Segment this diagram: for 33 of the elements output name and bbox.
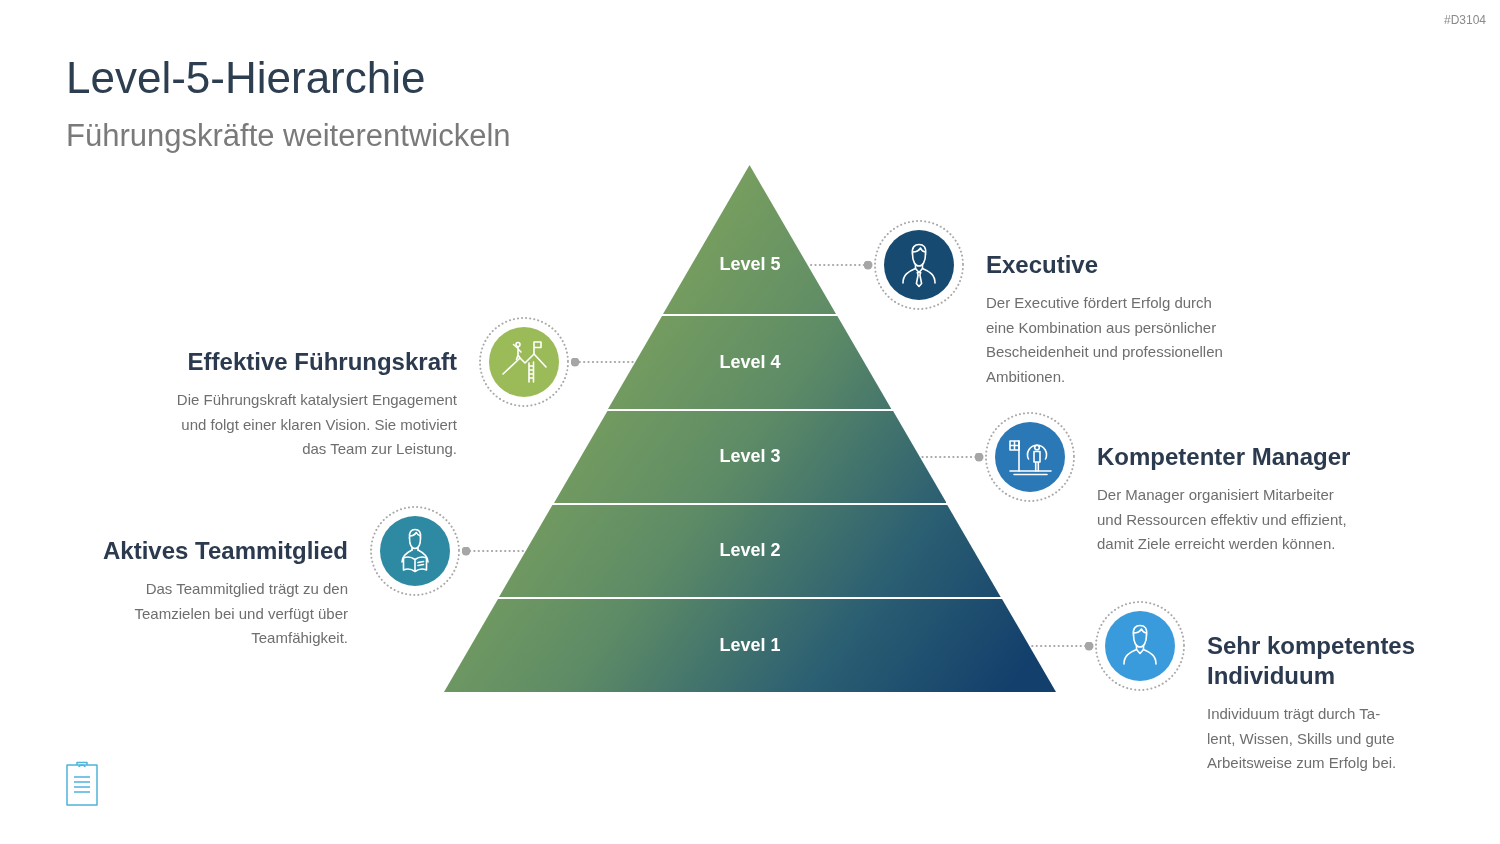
pyramid-tier xyxy=(499,505,1001,597)
tier-label: Level 2 xyxy=(719,539,781,561)
role-heading: Sehr kompetentes Individuum xyxy=(1207,631,1417,691)
dotted-connector xyxy=(461,546,524,556)
role-heading: Executive xyxy=(986,250,1099,280)
dotted-connector xyxy=(1031,641,1094,651)
role-description: Der Executive fördert Erfolg durch eine Kombination aus persönlicher Bescheidenheit und professionellen Ambitionen. xyxy=(986,293,1224,388)
dotted-ring xyxy=(370,506,460,596)
role-description: Das Teammitglied trägt zu den Teamzielen bei und verfügt über Teamfähigkeit. xyxy=(133,579,348,649)
role-heading: Effektive Führungskraft xyxy=(187,347,457,377)
tier-label: Level 3 xyxy=(719,445,781,467)
pyramid-tier xyxy=(553,411,947,503)
dotted-ring xyxy=(479,317,569,407)
dotted-connector xyxy=(570,357,634,367)
tier-label: Level 4 xyxy=(719,351,781,373)
pyramid-tier xyxy=(663,165,837,314)
role-description: Der Manager organisiert Mitarbeiter und Ressourcen effektiv und effizient, damit Ziele erreicht werden können. xyxy=(1097,485,1348,555)
slide-title: Level-5-Hierarchie xyxy=(66,52,426,104)
role-heading: Aktives Teammitglied xyxy=(103,536,348,566)
pyramid-tier xyxy=(608,316,892,409)
tier-label: Level 1 xyxy=(719,634,781,656)
role-heading: Kompetenter Manager xyxy=(1097,442,1351,472)
dotted-ring xyxy=(874,220,964,310)
dotted-ring xyxy=(1095,601,1185,691)
pyramid-tier xyxy=(444,599,1056,692)
slide-subtitle: Führungskräfte weiterentwickeln xyxy=(66,117,511,155)
role-description: Individuum trägt durch Ta-lent, Wissen, Skills und gute Arbeitsweise zum Erfolg bei. xyxy=(1207,704,1398,774)
dotted-connector xyxy=(921,452,984,462)
tier-label: Level 5 xyxy=(719,253,781,275)
role-description: Die Führungskraft katalysiert Engagement und folgt einer klaren Vision. Sie motiviert das Team zur Leistung. xyxy=(175,390,457,460)
dotted-connector xyxy=(809,260,873,270)
dotted-ring xyxy=(985,412,1075,502)
slide-id: #D3104 xyxy=(1443,12,1486,28)
